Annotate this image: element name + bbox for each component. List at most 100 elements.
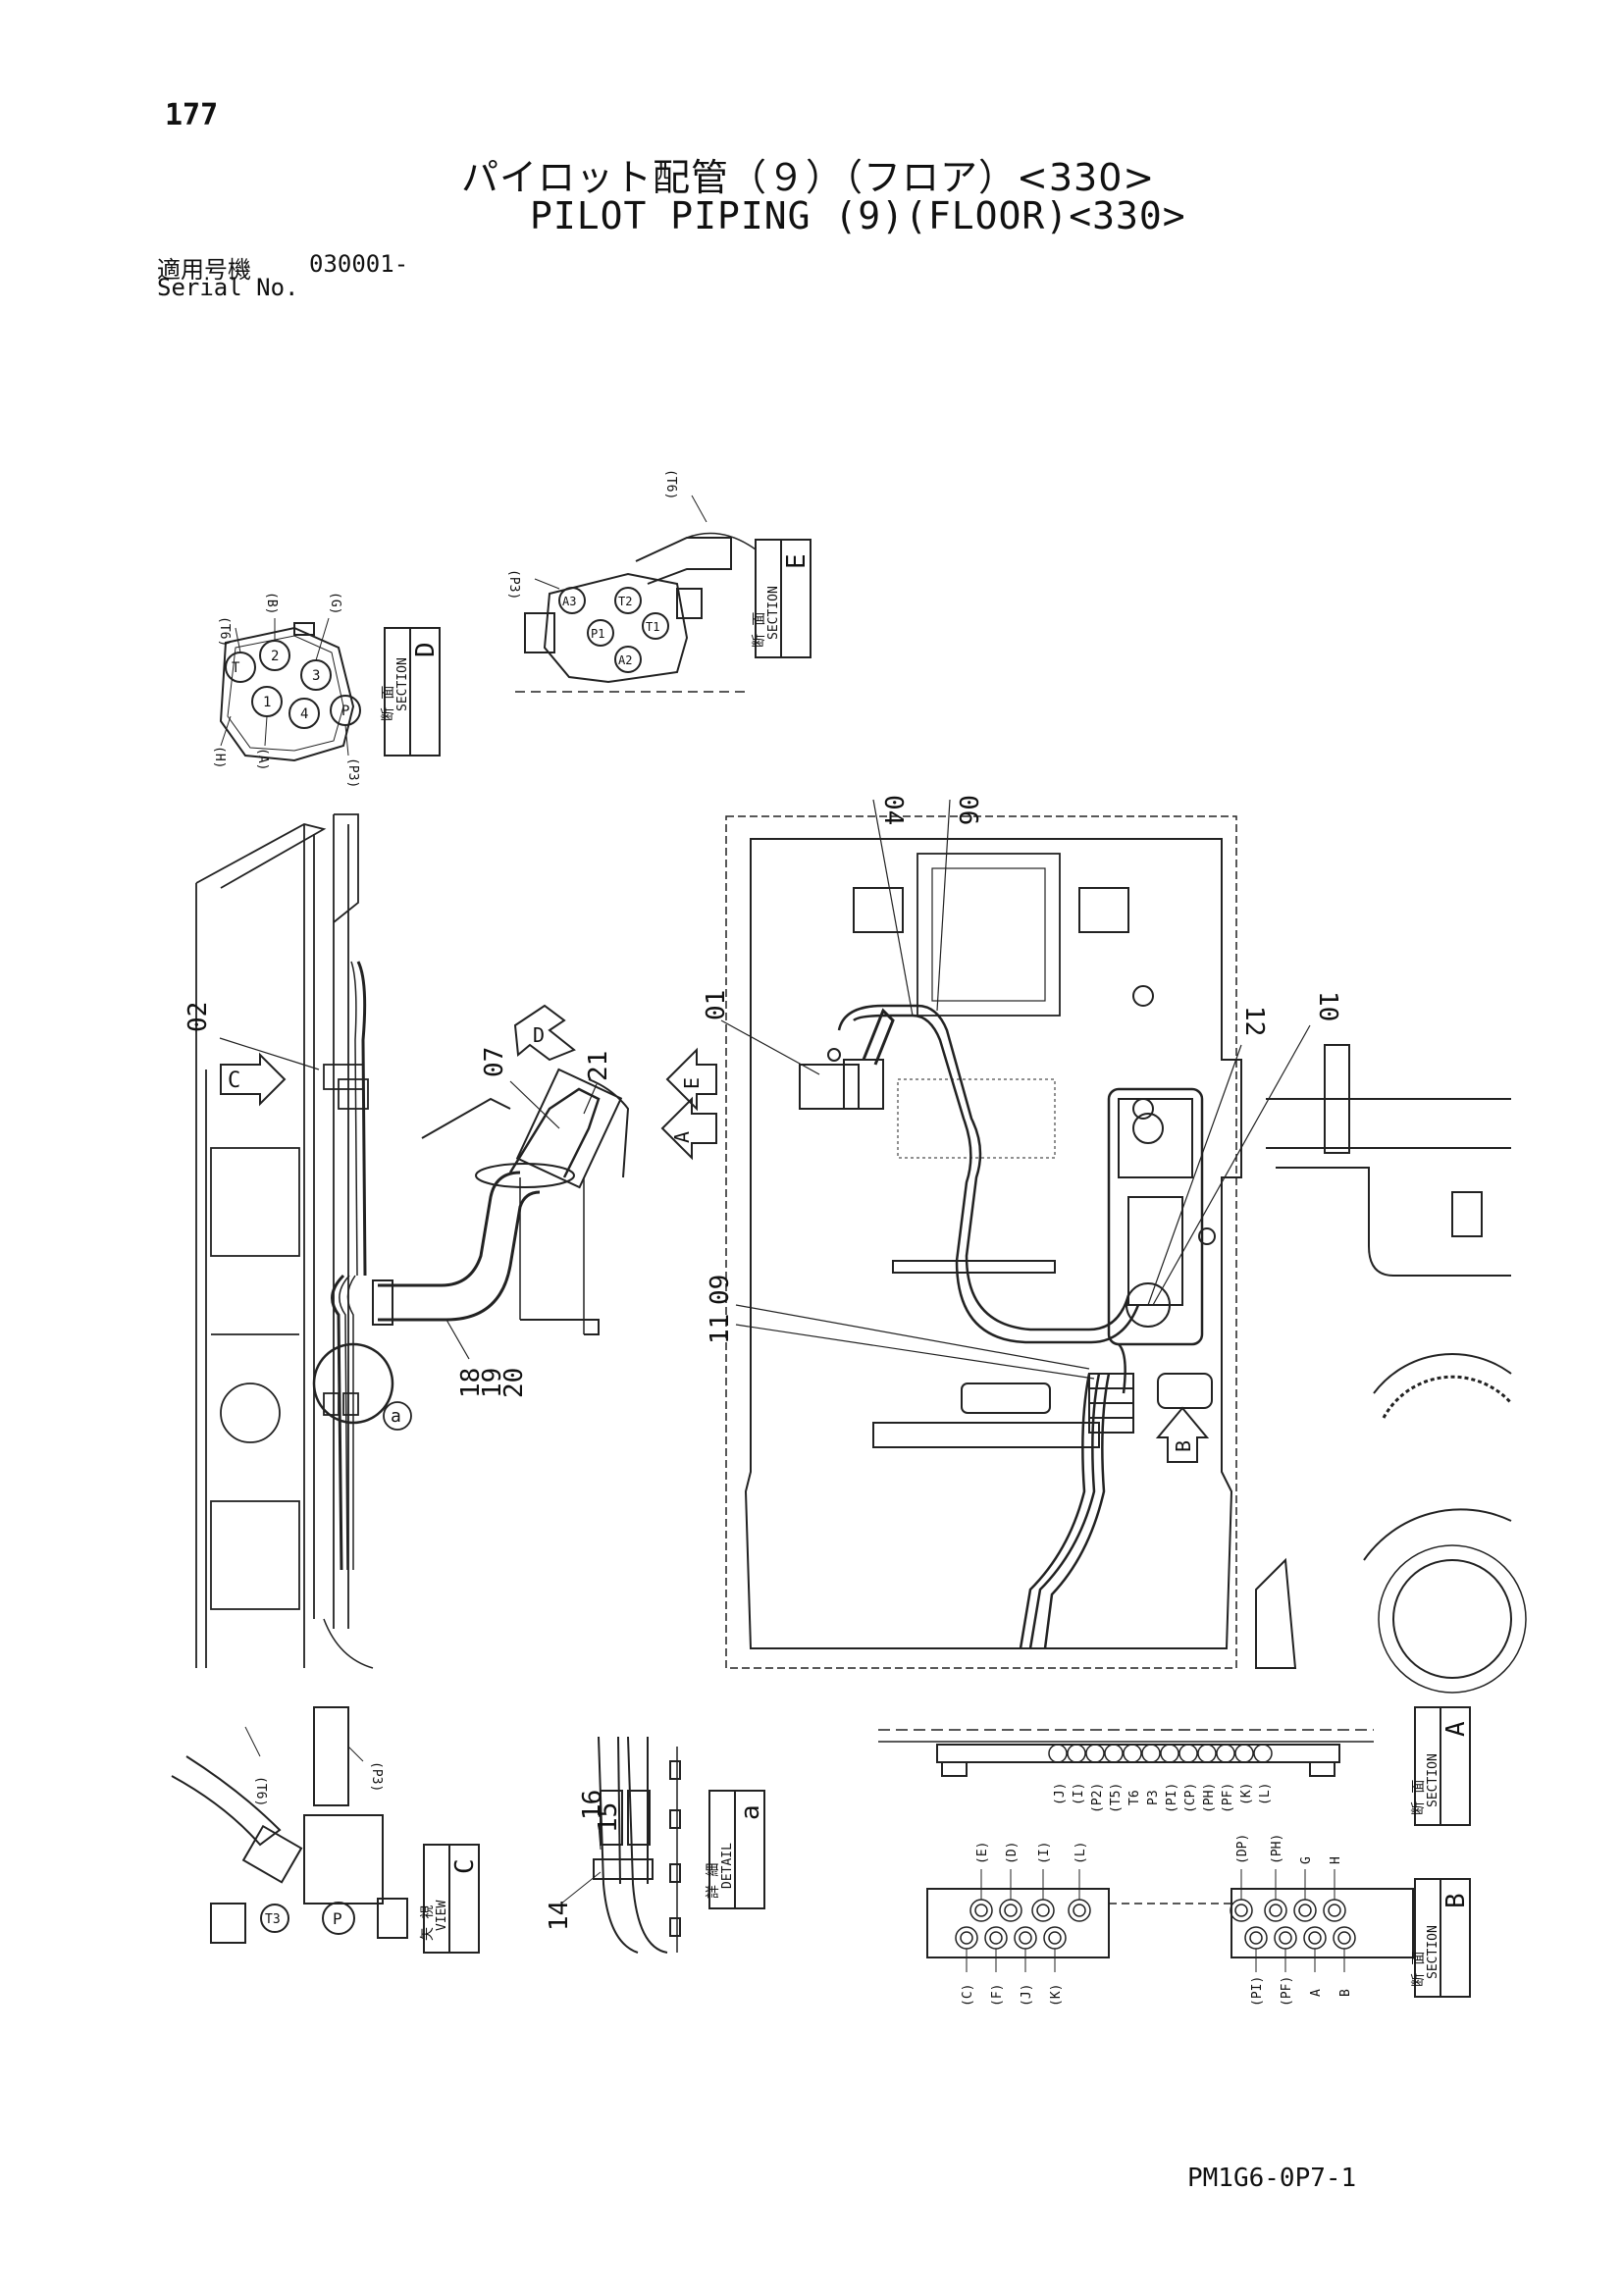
part-callout-18: 18 <box>456 1368 486 1398</box>
page-number: 177 <box>165 98 219 132</box>
view-c-detail <box>171 1706 408 1944</box>
section-b-label-d: (D) <box>1005 1842 1020 1864</box>
section-e-port-t2: T2 <box>618 595 632 608</box>
part-callout-10: 10 <box>1313 991 1342 1021</box>
view-c-caption-jp: 矢 視 <box>420 1905 436 1941</box>
center-hose-assembly <box>372 1068 630 1335</box>
title-japanese: パイロット配管（９）（フロア）<330> <box>461 156 1156 199</box>
section-e-port-a2: A2 <box>618 653 632 667</box>
part-callout-07: 07 <box>480 1047 509 1077</box>
section-a-label-pf: (PF) <box>1221 1783 1235 1813</box>
section-a-caption-en: SECTION <box>1426 1753 1440 1807</box>
left-side-frame: a <box>195 813 412 1669</box>
view-c-caption-en: VIEW <box>435 1901 449 1931</box>
view-b-arrow-label: B <box>1172 1440 1195 1452</box>
part-callout-20: 20 <box>499 1368 529 1398</box>
detail-a-caption-jp: 詳 細 <box>706 1863 721 1899</box>
section-e-port-t1: T1 <box>646 620 659 634</box>
section-a-label-cp: (CP) <box>1183 1783 1198 1813</box>
view-d-arrow-label: D <box>533 1023 545 1047</box>
section-d-caption <box>384 627 441 757</box>
section-b-label-f: (F) <box>990 1984 1005 2007</box>
section-b-label-h: H <box>1329 1856 1343 1864</box>
section-a-label-t6: T6 <box>1127 1790 1142 1805</box>
section-d-label-p3: (P3) <box>345 757 360 788</box>
section-a-label-i: (I) <box>1072 1783 1086 1805</box>
section-d-port-2: 2 <box>271 649 279 664</box>
section-d-port-3: 3 <box>312 668 320 684</box>
section-e-caption-letter: E <box>782 553 812 569</box>
serial-number-value: 030001- <box>309 250 409 278</box>
detail-a-caption-en: DETAIL <box>720 1843 735 1889</box>
section-b-label-pf: (PF) <box>1280 1976 1294 2007</box>
view-e-arrow <box>665 1047 717 1112</box>
part-callout-12: 12 <box>1239 1006 1269 1036</box>
section-a-label-j: (J) <box>1053 1783 1068 1805</box>
section-a-caption-jp: 断 面 <box>1411 1780 1427 1815</box>
section-b-label-k: (K) <box>1049 1984 1064 2007</box>
part-callout-09: 09 <box>706 1275 735 1305</box>
section-d-label-g: (G) <box>328 592 342 614</box>
part-callout-02: 02 <box>183 1002 213 1032</box>
section-b-label-l: (L) <box>1073 1842 1088 1864</box>
floor-valve-01 <box>799 1008 895 1110</box>
detail-a-caption <box>708 1790 765 1909</box>
section-a-label-p3: P3 <box>1146 1790 1161 1805</box>
section-d-caption-jp: 断 面 <box>381 686 396 721</box>
view-d-arrow <box>513 1004 576 1062</box>
section-a-label-pi: (PI) <box>1165 1783 1179 1813</box>
section-a-label-t5: (T5) <box>1109 1783 1124 1813</box>
section-b-view <box>926 1869 1414 1972</box>
detail-a-circle-label: a <box>391 1406 401 1427</box>
view-c-caption <box>423 1844 480 1954</box>
section-e-caption-jp: 断 面 <box>752 612 767 648</box>
serial-label-english: Serial No. <box>157 274 299 301</box>
section-b-caption-en: SECTION <box>1426 1925 1440 1979</box>
floor-manifold-block <box>1088 1373 1134 1434</box>
section-e-view <box>515 495 757 693</box>
section-d-port-t: T <box>232 660 240 676</box>
section-b-label-c: (C) <box>961 1984 975 2007</box>
section-b-label-pi: (PI) <box>1250 1976 1265 2007</box>
section-a-label-l: (L) <box>1258 1783 1273 1805</box>
detail-a-caption-letter: a <box>736 1804 765 1820</box>
section-e-caption-en: SECTION <box>766 586 781 640</box>
title-english: PILOT PIPING (9)(FLOOR)<330> <box>530 194 1186 237</box>
part-callout-04: 04 <box>878 795 908 825</box>
section-d-label-t6: (T6) <box>217 616 232 647</box>
part-callout-14: 14 <box>545 1901 574 1931</box>
section-b-label-e: (E) <box>975 1842 990 1864</box>
section-d-view <box>219 617 361 762</box>
section-b-label-g: G <box>1299 1856 1314 1864</box>
section-a-label-ph: (PH) <box>1202 1783 1217 1813</box>
swing-ring <box>1255 1044 1527 1694</box>
view-a-arrow-label: A <box>670 1131 694 1143</box>
view-e-arrow-label: E <box>680 1077 704 1089</box>
section-b-caption <box>1414 1878 1471 1998</box>
section-b-label-b: B <box>1338 1989 1353 1997</box>
detail-a-view <box>593 1736 681 1954</box>
view-c-arrow <box>220 1052 287 1107</box>
section-d-caption-en: SECTION <box>395 657 410 711</box>
part-callout-16: 16 <box>578 1790 607 1820</box>
view-c-label-t6: (T6) <box>253 1776 268 1806</box>
document-id: PM1G6-0P7-1 <box>1187 2164 1357 2193</box>
section-d-port-p: P <box>341 704 349 719</box>
section-b-label-ph: (PH) <box>1270 1834 1284 1864</box>
part-callout-01: 01 <box>702 990 731 1020</box>
section-b-caption-jp: 断 面 <box>1411 1952 1427 1987</box>
section-a-caption-letter: A <box>1441 1721 1471 1737</box>
section-d-label-a: (A) <box>255 748 270 770</box>
section-e-port-a3: A3 <box>562 595 576 608</box>
section-a-label-p2: (P2) <box>1090 1783 1105 1813</box>
section-d-caption-letter: D <box>411 642 441 657</box>
section-d-label-h: (H) <box>212 746 227 768</box>
view-c-port-p: P <box>333 1909 342 1928</box>
control-lever-console <box>1107 1087 1204 1346</box>
view-c-caption-letter: C <box>450 1858 480 1874</box>
part-callout-21: 21 <box>584 1051 613 1081</box>
part-callout-06: 06 <box>953 795 982 825</box>
section-e-label-t6: (T6) <box>663 469 678 499</box>
section-e-caption <box>755 539 812 658</box>
section-e-port-p1: P1 <box>591 627 604 641</box>
